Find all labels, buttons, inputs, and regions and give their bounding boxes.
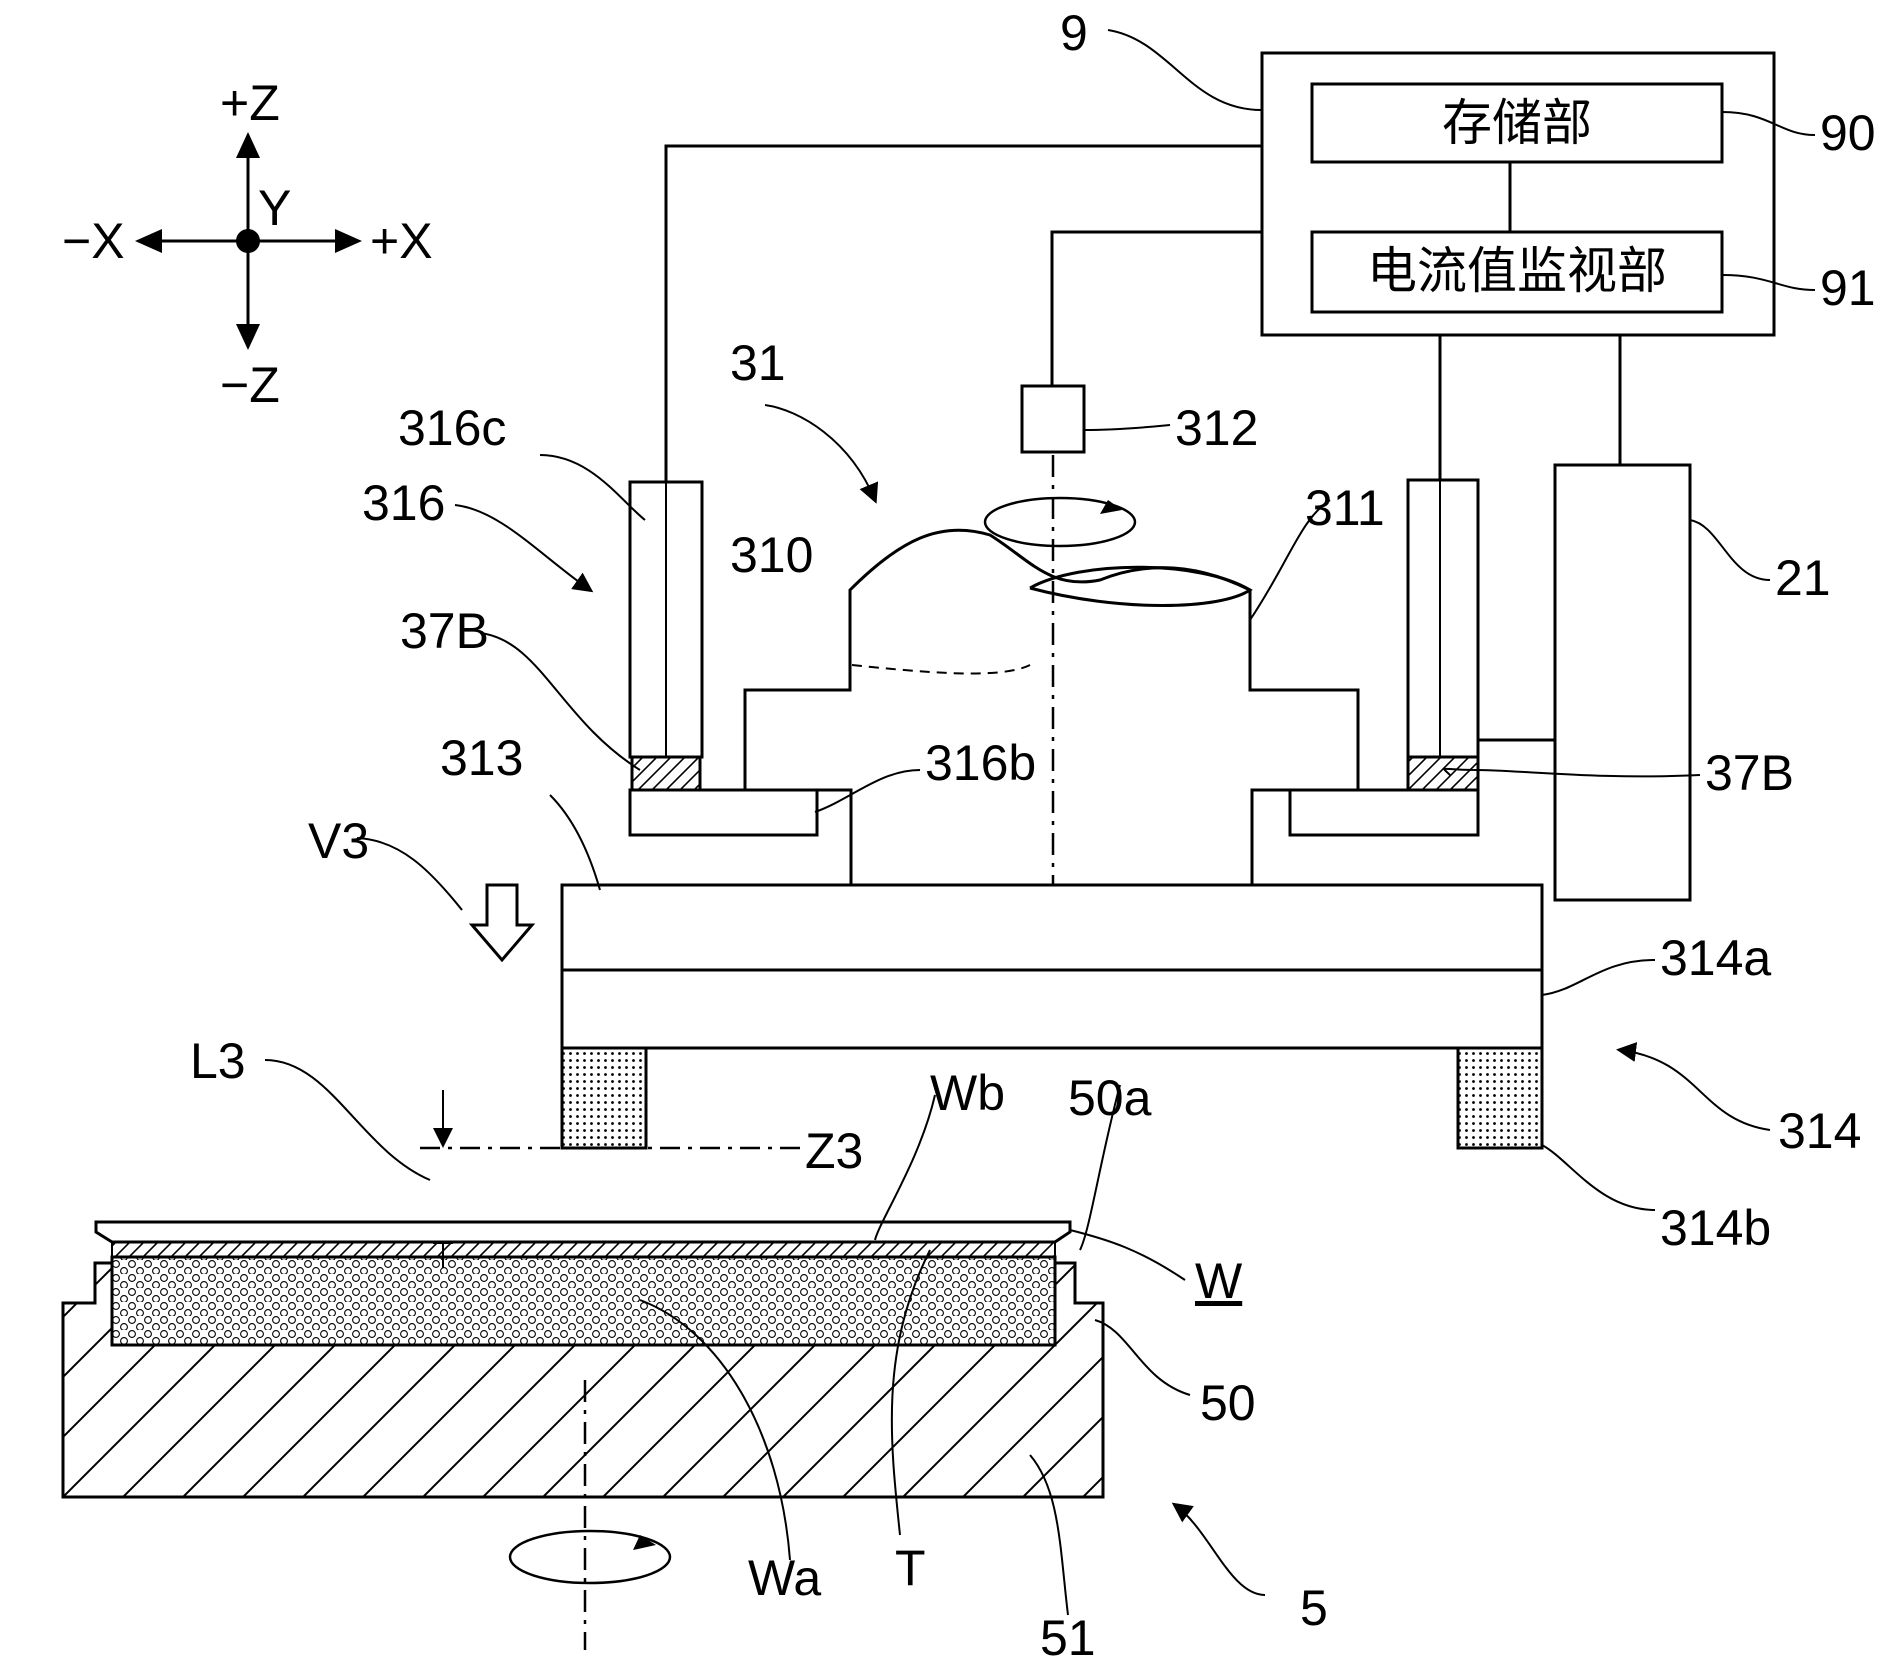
current-monitor-unit-box bbox=[1310, 230, 1724, 314]
label-311: 311 bbox=[1305, 480, 1385, 536]
polishing-unit-31 bbox=[560, 478, 1555, 1150]
label-37b-left: 37B bbox=[400, 603, 489, 659]
sensor-37b-left bbox=[630, 755, 702, 792]
spindle-rotation-icon bbox=[983, 496, 1137, 548]
v3-feed-arrow-icon bbox=[468, 883, 536, 963]
label-314b: 314b bbox=[1660, 1200, 1771, 1256]
axis-plus-z: +Z bbox=[220, 75, 280, 131]
sensor-312 bbox=[1020, 384, 1086, 454]
label-l3: L3 bbox=[190, 1033, 246, 1089]
chuck-table-5 bbox=[61, 1220, 1105, 1650]
coordinate-axes: +Z −Z +X −X Y bbox=[62, 75, 433, 413]
mount-313 bbox=[560, 883, 1544, 972]
axis-plus-x: +X bbox=[370, 213, 433, 269]
label-5: 5 bbox=[1300, 1580, 1328, 1636]
pad-block-left bbox=[560, 1046, 648, 1150]
axis-minus-x: −X bbox=[62, 213, 125, 269]
spindle-housing bbox=[743, 528, 1360, 885]
controller-9: 存储部 电流值监视部 bbox=[1260, 51, 1776, 337]
axis-y: Y bbox=[258, 180, 291, 236]
label-9: 9 bbox=[1060, 5, 1088, 61]
label-312: 312 bbox=[1175, 400, 1258, 456]
label-t: T bbox=[895, 1540, 926, 1596]
arrow-right-icon bbox=[335, 229, 362, 253]
label-v3: V3 bbox=[308, 813, 369, 869]
label-314: 314 bbox=[1778, 1103, 1861, 1159]
hidden-line-310 bbox=[851, 664, 1031, 675]
controller-wiring bbox=[664, 144, 1622, 482]
y-axis-dot-icon bbox=[236, 229, 260, 253]
label-50a: 50a bbox=[1068, 1070, 1152, 1126]
porous-plate-50 bbox=[110, 1255, 1057, 1347]
label-50: 50 bbox=[1200, 1375, 1256, 1431]
bracket-316b-left bbox=[628, 788, 819, 837]
label-314a: 314a bbox=[1660, 930, 1771, 986]
label-310: 310 bbox=[730, 527, 813, 583]
protective-tape-t bbox=[111, 1241, 1056, 1258]
arrow-left-icon bbox=[135, 229, 162, 253]
label-316: 316 bbox=[362, 475, 445, 531]
label-316c: 316c bbox=[398, 400, 506, 456]
rotation-arrow-icon bbox=[1100, 500, 1122, 514]
label-z3: Z3 bbox=[805, 1123, 863, 1179]
label-21: 21 bbox=[1775, 550, 1831, 606]
storage-unit-label: 存储部 bbox=[1442, 94, 1592, 152]
bracket-316b-right bbox=[1288, 788, 1480, 837]
axis-minus-z: −Z bbox=[220, 357, 280, 413]
spindle-top-ellipse bbox=[1029, 565, 1253, 607]
arrow-up-icon bbox=[236, 132, 260, 158]
sensor-37b-right bbox=[1406, 755, 1480, 792]
label-313: 313 bbox=[440, 730, 523, 786]
storage-unit-box bbox=[1310, 82, 1724, 164]
label-37b-right: 37B bbox=[1705, 745, 1794, 801]
pad-block-right-314b bbox=[1456, 1046, 1544, 1150]
arrow-down-icon bbox=[236, 324, 260, 350]
chuck-rotation-icon bbox=[508, 1529, 672, 1585]
wafer-w bbox=[94, 1220, 1072, 1244]
motor-21 bbox=[1553, 463, 1692, 902]
label-51: 51 bbox=[1040, 1610, 1096, 1661]
leader-lines bbox=[264, 29, 1816, 1616]
current-monitor-unit-label: 电流值监视部 bbox=[1367, 242, 1667, 300]
label-wa: Wa bbox=[748, 1550, 821, 1606]
pad-base-314a bbox=[560, 968, 1544, 1050]
label-wb: Wb bbox=[930, 1065, 1005, 1121]
label-31: 31 bbox=[730, 335, 786, 391]
chuck-rotation-arrow-icon bbox=[633, 1535, 656, 1550]
label-w: W bbox=[1195, 1253, 1243, 1309]
label-90: 90 bbox=[1820, 105, 1876, 161]
label-316b: 316b bbox=[925, 735, 1036, 791]
bracket-316c-right bbox=[1406, 478, 1480, 759]
label-91: 91 bbox=[1820, 260, 1876, 316]
